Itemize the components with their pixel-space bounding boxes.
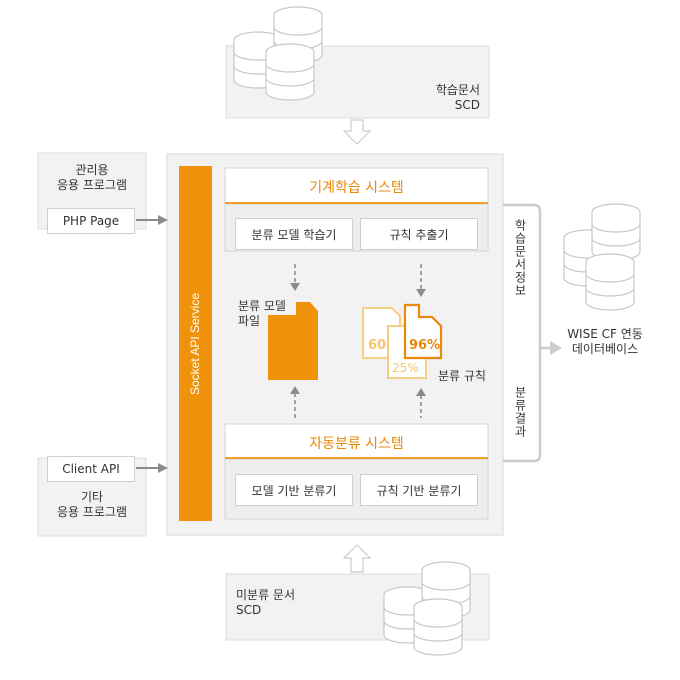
admin-app-line2: 응용 프로그램 (56, 178, 128, 192)
ml-system-title: 기계학습 시스템 (309, 180, 404, 196)
wise-db-line2: 데이터베이스 (571, 342, 639, 356)
wise-db-label: WISE CF 연동 데이터베이스 (550, 327, 660, 357)
side-info-label: 학습문서정보 (513, 219, 527, 297)
side-result-label: 분류결과 (513, 386, 527, 438)
other-app-label: 기타 응용 프로그램 (38, 490, 146, 520)
other-app-line2: 응용 프로그램 (56, 505, 128, 519)
model-classifier-button[interactable]: 모델 기반 분류기 (235, 474, 353, 506)
admin-app-line1: 관리용 (75, 163, 109, 177)
client-arrow (158, 463, 168, 473)
training-docs-line2: SCD (454, 98, 480, 112)
php-arrow (158, 215, 168, 225)
wise-db-icon (564, 204, 640, 310)
model-file-line1: 분류 모델 (238, 299, 286, 313)
training-docs-label: 학습문서 SCD (400, 83, 480, 113)
rule-extractor-button[interactable]: 규칙 추출기 (360, 218, 478, 250)
model-file-label: 분류 모델 파일 (238, 299, 308, 329)
socket-api-label: Socket API Service (188, 292, 203, 395)
rule-value-96: 96% (409, 338, 441, 353)
model-file-line2: 파일 (238, 314, 261, 328)
model-trainer-button[interactable]: 분류 모델 학습기 (235, 218, 353, 250)
client-api-button[interactable]: Client API (47, 456, 135, 482)
down-hollow-arrow (342, 119, 372, 145)
php-page-button[interactable]: PHP Page (47, 208, 135, 234)
training-docs-line1: 학습문서 (435, 83, 480, 97)
model-file-icon (268, 302, 318, 380)
unclassified-docs-label: 미분류 문서 SCD (236, 588, 356, 618)
unclassified-docs-line1: 미분류 문서 (236, 588, 296, 602)
rule-value-25: 25% (392, 361, 419, 375)
unclassified-docs-line2: SCD (236, 603, 262, 617)
rules-label: 분류 규칙 (438, 369, 486, 383)
rule-doc-3 (403, 303, 443, 360)
training-db-icon (234, 7, 322, 100)
socket-bar (179, 166, 212, 521)
auto-system-underline (225, 457, 488, 459)
up-hollow-arrow (342, 544, 372, 573)
auto-system-title: 자동분류 시스템 (309, 436, 404, 452)
other-app-line1: 기타 (80, 490, 104, 504)
rule-value-60: 60 (368, 338, 387, 353)
admin-app-label: 관리용 응용 프로그램 (38, 163, 146, 193)
rule-classifier-button[interactable]: 규칙 기반 분류기 (360, 474, 478, 506)
wise-db-line1: WISE CF 연동 (567, 327, 643, 341)
ml-system-underline (225, 202, 488, 204)
